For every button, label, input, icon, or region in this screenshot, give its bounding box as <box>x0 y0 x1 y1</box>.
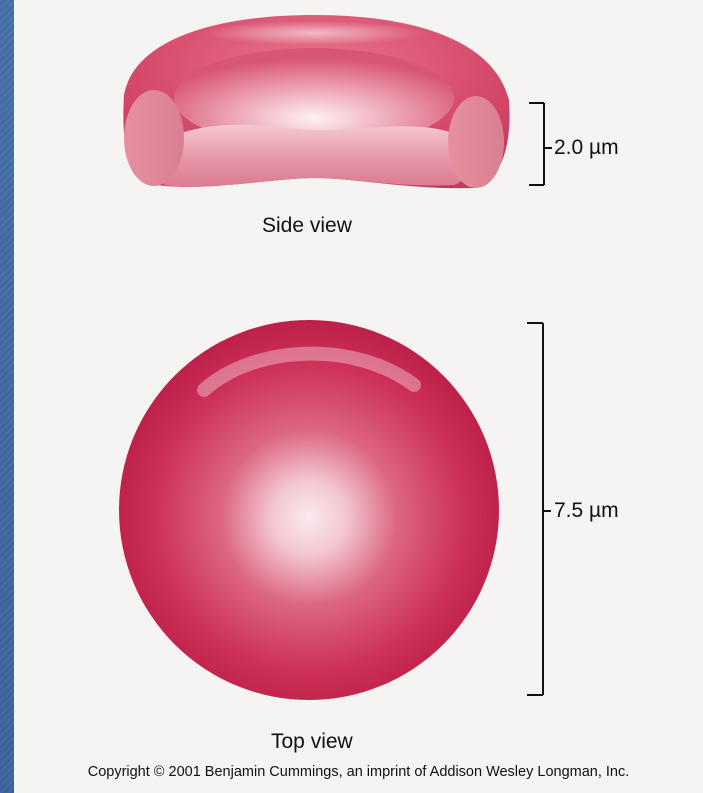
diagram-panel: 2.0 µm Side view 7.5 µm Top view Copyrig… <box>14 0 703 793</box>
diameter-scale-bracket <box>527 323 551 695</box>
thickness-scale-bracket <box>529 103 552 185</box>
diameter-label: 7.5 µm <box>554 499 619 523</box>
side-view-cell <box>123 15 509 188</box>
thickness-label: 2.0 µm <box>554 136 619 160</box>
side-view-caption: Side view <box>262 214 352 238</box>
top-view-caption: Top view <box>271 730 353 754</box>
red-blood-cell-diagram <box>14 0 703 793</box>
top-view-cell <box>119 320 499 700</box>
copyright-notice: Copyright © 2001 Benjamin Cummings, an i… <box>14 764 703 780</box>
